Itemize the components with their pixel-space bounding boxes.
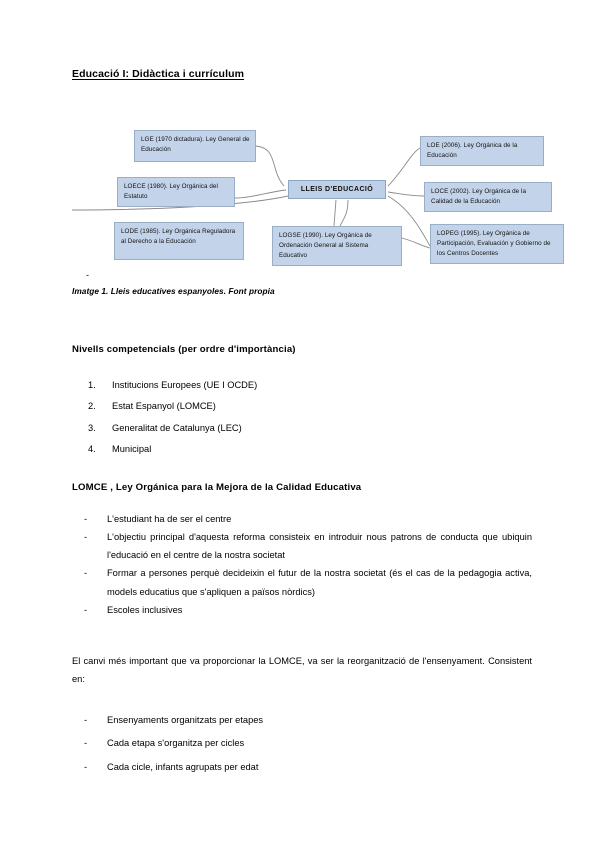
list-item-text: L'estudiant ha de ser el centre (107, 514, 232, 524)
list-item-text: L'objectiu principal d'aquesta reforma c… (107, 532, 532, 561)
list-marker: 1. (88, 380, 96, 390)
list-item: - L'objectiu principal d'aquesta reforma… (84, 528, 532, 564)
list-marker: - (84, 514, 88, 524)
list-marker: - (84, 604, 88, 615)
list-item-text: Formar a persones perquè decideixin el f… (107, 568, 532, 597)
figure-node-logse: LOGSE (1990). Ley Orgánica de Ordenación… (272, 226, 402, 266)
list-item-text: Escoles inclusives (107, 604, 183, 615)
heading-lomce: LOMCE , Ley Orgánica para la Mejora de l… (72, 482, 362, 493)
figure-node-loce: LOCE (2002). Ley Orgánica de la Calidad … (424, 182, 552, 212)
list-item: - Cada cicle, infants agrupats per edat (84, 761, 532, 772)
list-item-text: Institucions Europees (UE I OCDE) (112, 380, 258, 390)
list-item: - Formar a persones perquè decideixin el… (84, 564, 532, 600)
dash-list-lomce: - L'estudiant ha de ser el centre - L'ob… (84, 510, 532, 619)
figure-node-lode: LODE (1985). Ley Orgánica Reguladora al … (114, 222, 244, 260)
list-item: 4. Municipal (88, 443, 508, 454)
list-marker: - (84, 761, 88, 772)
numbered-list-nivells: 1. Institucions Europees (UE I OCDE) 2. … (88, 380, 508, 466)
list-item: 3. Generalitat de Catalunya (LEC) (88, 422, 508, 433)
figure-node-lopeg: LOPEG (1995). Ley Orgánica de Participac… (430, 224, 564, 264)
figure-lleis-educacio: LGE (1970 dictadura). Ley General de Edu… (72, 118, 564, 278)
list-item-text: Municipal (112, 443, 152, 454)
list-item: - Ensenyaments organitzats per etapes (84, 715, 532, 725)
list-item-text: Generalitat de Catalunya (LEC) (112, 422, 242, 433)
list-item: 2. Estat Espanyol (LOMCE) (88, 401, 508, 412)
list-item: - Escoles inclusives (84, 601, 532, 619)
list-item-text: Cada etapa s'organitza per cicles (107, 738, 245, 749)
list-item-text: Estat Espanyol (LOMCE) (112, 401, 216, 412)
figure-node-loece: LOECE (1980). Ley Orgánica del Estatuto (117, 177, 235, 207)
list-item-text: Cada cicle, infants agrupats per edat (107, 761, 259, 772)
list-item: - L'estudiant ha de ser el centre (84, 510, 532, 528)
list-item: - Cada etapa s'organitza per cicles (84, 738, 532, 749)
list-marker: 3. (88, 422, 96, 433)
page-title: Educació I: Didàctica i currículum (72, 68, 245, 80)
list-marker: - (84, 738, 88, 749)
list-item: 1. Institucions Europees (UE I OCDE) (88, 380, 508, 390)
list-marker: 2. (88, 401, 96, 412)
paragraph-reorganitzacio: El canvi més important que va proporcion… (72, 656, 532, 685)
list-marker: - (84, 568, 88, 579)
figure-node-center: LLEIS D'EDUCACIÓ (288, 180, 386, 199)
list-marker: - (84, 532, 88, 543)
figure-node-lge: LGE (1970 dictadura). Ley General de Edu… (134, 130, 256, 162)
figure-node-loe: LOE (2006). Ley Orgánica de la Educación (420, 136, 544, 166)
list-marker: 4. (88, 443, 96, 454)
stray-dash: - (86, 270, 89, 280)
list-marker: - (84, 715, 88, 725)
list-item-text: Ensenyaments organitzats per etapes (107, 715, 264, 725)
figure-caption: Imatge 1. Lleis educatives espanyoles. F… (72, 286, 275, 296)
dash-list-reorganitzacio: - Ensenyaments organitzats per etapes - … (84, 715, 532, 786)
heading-nivells-competencials: Nivells competencials (per ordre d'impor… (72, 344, 296, 355)
